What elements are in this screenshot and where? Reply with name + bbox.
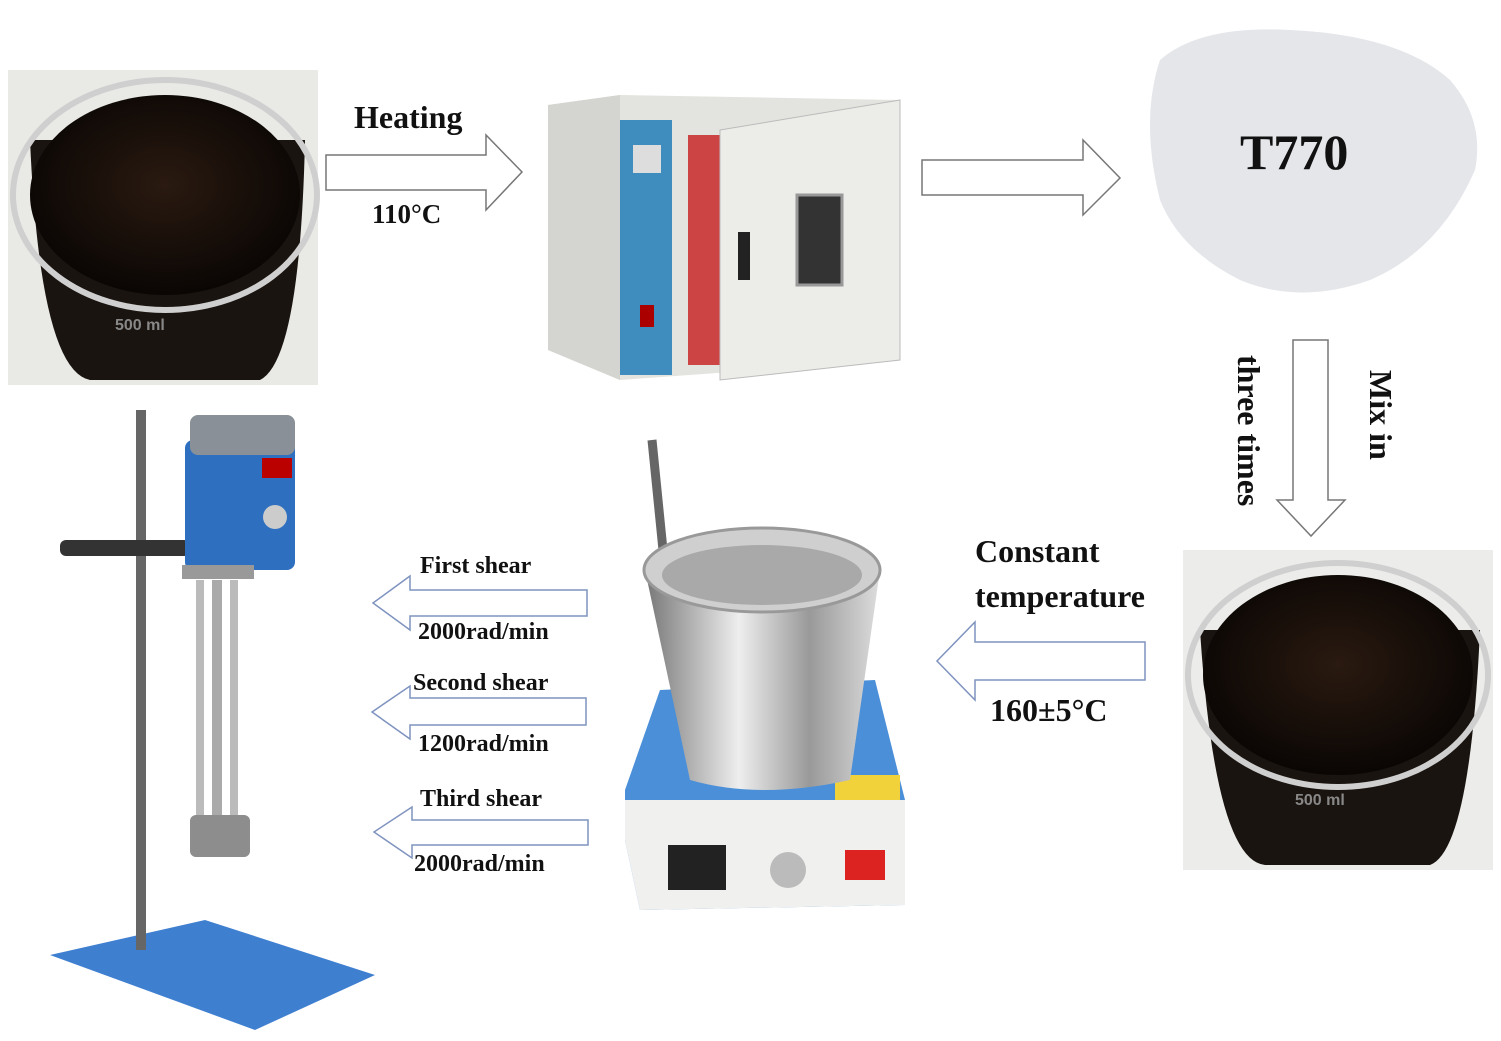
mix-in-label: Mix in — [1363, 370, 1399, 460]
constant-temperature-heater-image — [625, 439, 905, 910]
first-shear-arrow — [371, 574, 588, 632]
heating-label: Heating — [354, 99, 463, 135]
heating-arrow — [325, 133, 524, 212]
asphalt-beaker-mixed-image: 500 ml — [1183, 550, 1493, 870]
mix-down-arrow — [1275, 339, 1347, 538]
asphalt-beaker-image: 500 ml — [8, 70, 320, 385]
constant-temperature-value: 160±5°C — [990, 692, 1108, 728]
oven-image — [548, 95, 901, 381]
heating-temperature: 110°C — [372, 199, 442, 229]
third-shear-arrow — [372, 805, 589, 860]
to-t770-arrow — [921, 138, 1122, 217]
constant-label: Constant — [975, 533, 1100, 569]
first-shear-label: First shear — [420, 553, 532, 579]
third-shear-label: Third shear — [420, 786, 543, 812]
high-shear-mixer-image — [50, 410, 375, 1030]
second-shear-speed: 1200rad/min — [418, 731, 549, 757]
svg-text:500 ml: 500 ml — [115, 317, 165, 334]
second-shear-arrow — [370, 684, 587, 741]
svg-text:500 ml: 500 ml — [1295, 792, 1345, 809]
second-shear-label: Second shear — [413, 670, 549, 696]
mix-three-times-label: three times — [1231, 355, 1267, 507]
third-shear-speed: 2000rad/min — [414, 851, 545, 877]
t770-powder-image — [1150, 29, 1478, 293]
constant-temperature-arrow — [935, 620, 1146, 702]
first-shear-speed: 2000rad/min — [418, 619, 549, 645]
t770-label: T770 — [1240, 124, 1349, 180]
temperature-label: temperature — [975, 578, 1145, 614]
